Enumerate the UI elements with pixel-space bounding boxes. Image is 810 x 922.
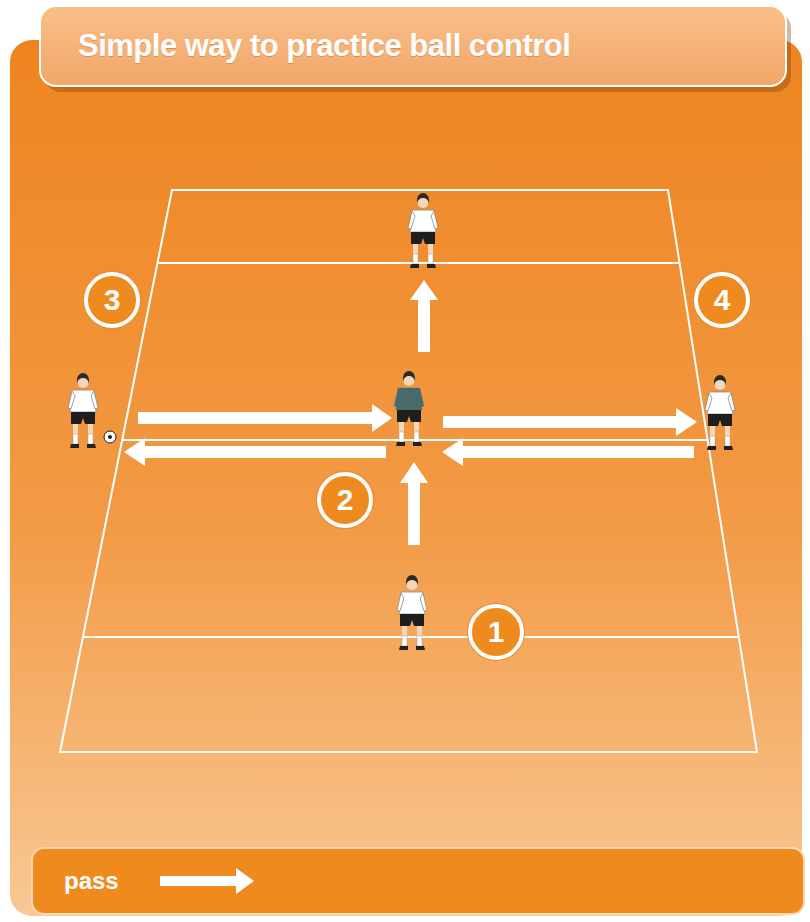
background-panel [10, 40, 802, 916]
player-right [705, 375, 735, 450]
player-bottom [397, 575, 427, 650]
pass-arrows [124, 280, 697, 545]
callout-number: 2 [337, 485, 354, 515]
player-top [408, 193, 438, 268]
callout-number: 4 [714, 285, 731, 315]
callout-number: 1 [488, 617, 505, 647]
pitch [60, 190, 757, 752]
player-left [68, 373, 98, 448]
legend-label: pass [64, 867, 119, 895]
ball [104, 431, 116, 443]
title-text: Simple way to practice ball control [78, 28, 570, 64]
callout-number: 3 [104, 285, 121, 315]
callout-circle: 1 [468, 604, 524, 660]
legend-bar [32, 848, 804, 914]
callout-circle: 4 [694, 272, 750, 328]
player-center [394, 371, 424, 446]
callout-circle: 2 [317, 472, 373, 528]
legend-arrow-sample [160, 868, 254, 894]
title-banner [40, 6, 786, 86]
callout-circle: 3 [84, 272, 140, 328]
